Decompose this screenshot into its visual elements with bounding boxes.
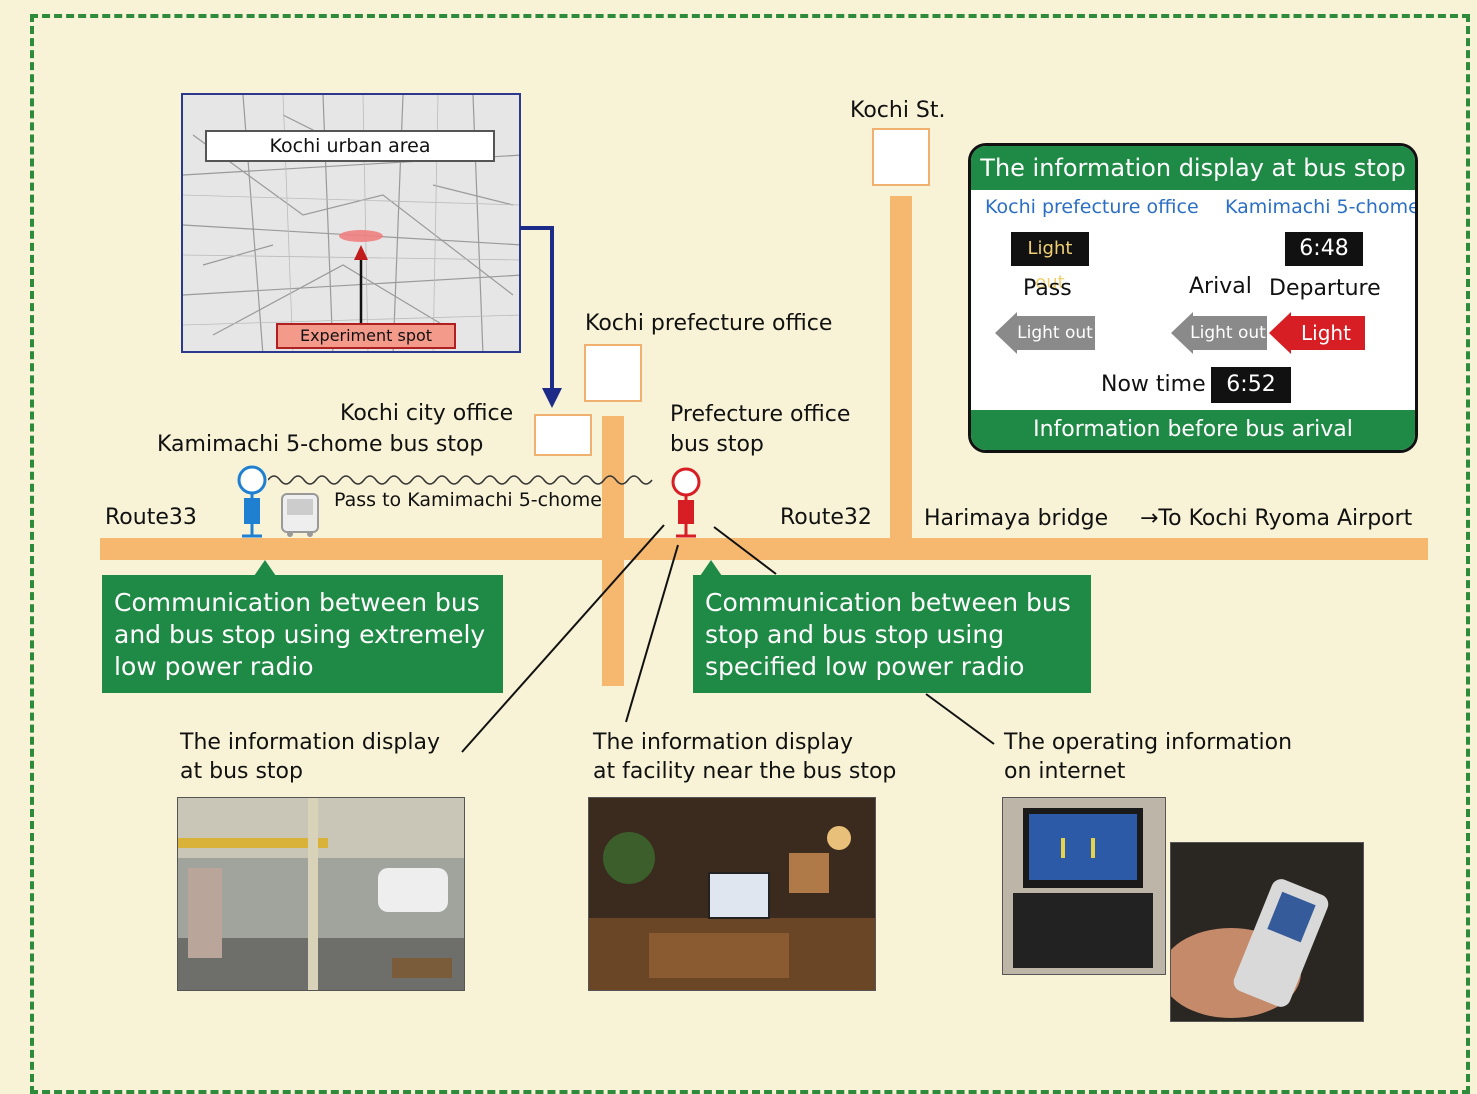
city-office-label: Kochi city office: [340, 401, 514, 426]
pref-stop-label-2: bus stop: [670, 432, 764, 457]
panel-footer: Information before bus arival: [971, 410, 1415, 450]
now-time-value: 6:52: [1211, 367, 1291, 403]
arrow-mid-shape-icon: [1171, 312, 1267, 354]
kochi-st-label: Kochi St.: [850, 98, 946, 123]
kochi-st-building: [872, 128, 930, 186]
pointer-lines: [461, 524, 995, 753]
photo-mobile-phone: [1170, 842, 1364, 1022]
map-inset: Kochi urban area Experiment spot: [181, 93, 521, 353]
red-bus-stop-icon: [671, 467, 701, 538]
pass-text: Pass: [1023, 276, 1072, 301]
pass-label: Pass to Kamimachi 5-chome: [334, 489, 602, 511]
map-title-box: Kochi urban area: [205, 130, 495, 162]
departure-text: Departure: [1269, 276, 1381, 301]
arrow-left-text: Light out: [1017, 323, 1093, 343]
caption-1-line-2: at bus stop: [180, 759, 303, 784]
caption-3-line-1: The operating information: [1004, 730, 1293, 755]
left-status-display: Light out: [1011, 232, 1089, 293]
panel-right-stop: Kamimachi 5-chome: [1225, 196, 1418, 218]
experiment-spot-label: Experiment spot: [276, 323, 456, 349]
kamimachi-stop-label: Kamimachi 5-chome bus stop: [157, 432, 484, 457]
blue-bus-stop-icon: [237, 465, 267, 538]
photo-bus-stop-display: [177, 797, 465, 991]
route33-label: Route33: [105, 505, 197, 530]
info-display-panel: The information display at bus stop Koch…: [968, 143, 1418, 453]
arrival-text: Arival: [1189, 274, 1252, 299]
radio-wave-icon: [268, 475, 653, 485]
panel-header: The information display at bus stop: [971, 146, 1415, 190]
caption-1-line-1: The information display: [180, 730, 440, 755]
panel-left-stop: Kochi prefecture office: [985, 196, 1199, 218]
callout-pointer-left: [254, 560, 276, 576]
caption-3-line-2: on internet: [1004, 759, 1126, 784]
callout-extremely-low-power: Communication between bus and bus stop u…: [102, 575, 503, 693]
caption-2-line-2: at facility near the bus stop: [593, 759, 897, 784]
pref-stop-label-1: Prefecture office: [670, 402, 851, 427]
now-time-label: Now time: [1101, 372, 1206, 397]
main-road: [100, 538, 1428, 560]
caption-2-line-1: The information display: [593, 730, 853, 755]
pref-office-building: [584, 344, 642, 402]
photo-laptop: [1002, 797, 1166, 975]
navy-arrow-icon: [520, 226, 562, 408]
right-time-display: 6:48: [1285, 232, 1363, 266]
callout-pointer-right: [700, 560, 722, 576]
route32-label: Route32: [780, 505, 872, 530]
arrow-left-shape-icon: [995, 312, 1095, 354]
arrow-right-text: Light: [1301, 321, 1351, 345]
callout-specified-low-power: Communication between bus stop and bus s…: [693, 575, 1091, 693]
arrow-mid-text: Light out: [1190, 323, 1266, 343]
harimaya-label: Harimaya bridge: [924, 506, 1109, 531]
pref-office-label: Kochi prefecture office: [585, 311, 833, 336]
side-road-kochi-st: [890, 196, 912, 560]
arrow-right-shape-icon: [1269, 312, 1365, 354]
bus-icon: [281, 493, 319, 537]
city-office-building: [534, 414, 592, 456]
airport-label: →To Kochi Ryoma Airport: [1140, 506, 1413, 531]
photo-facility-display: [588, 797, 876, 991]
